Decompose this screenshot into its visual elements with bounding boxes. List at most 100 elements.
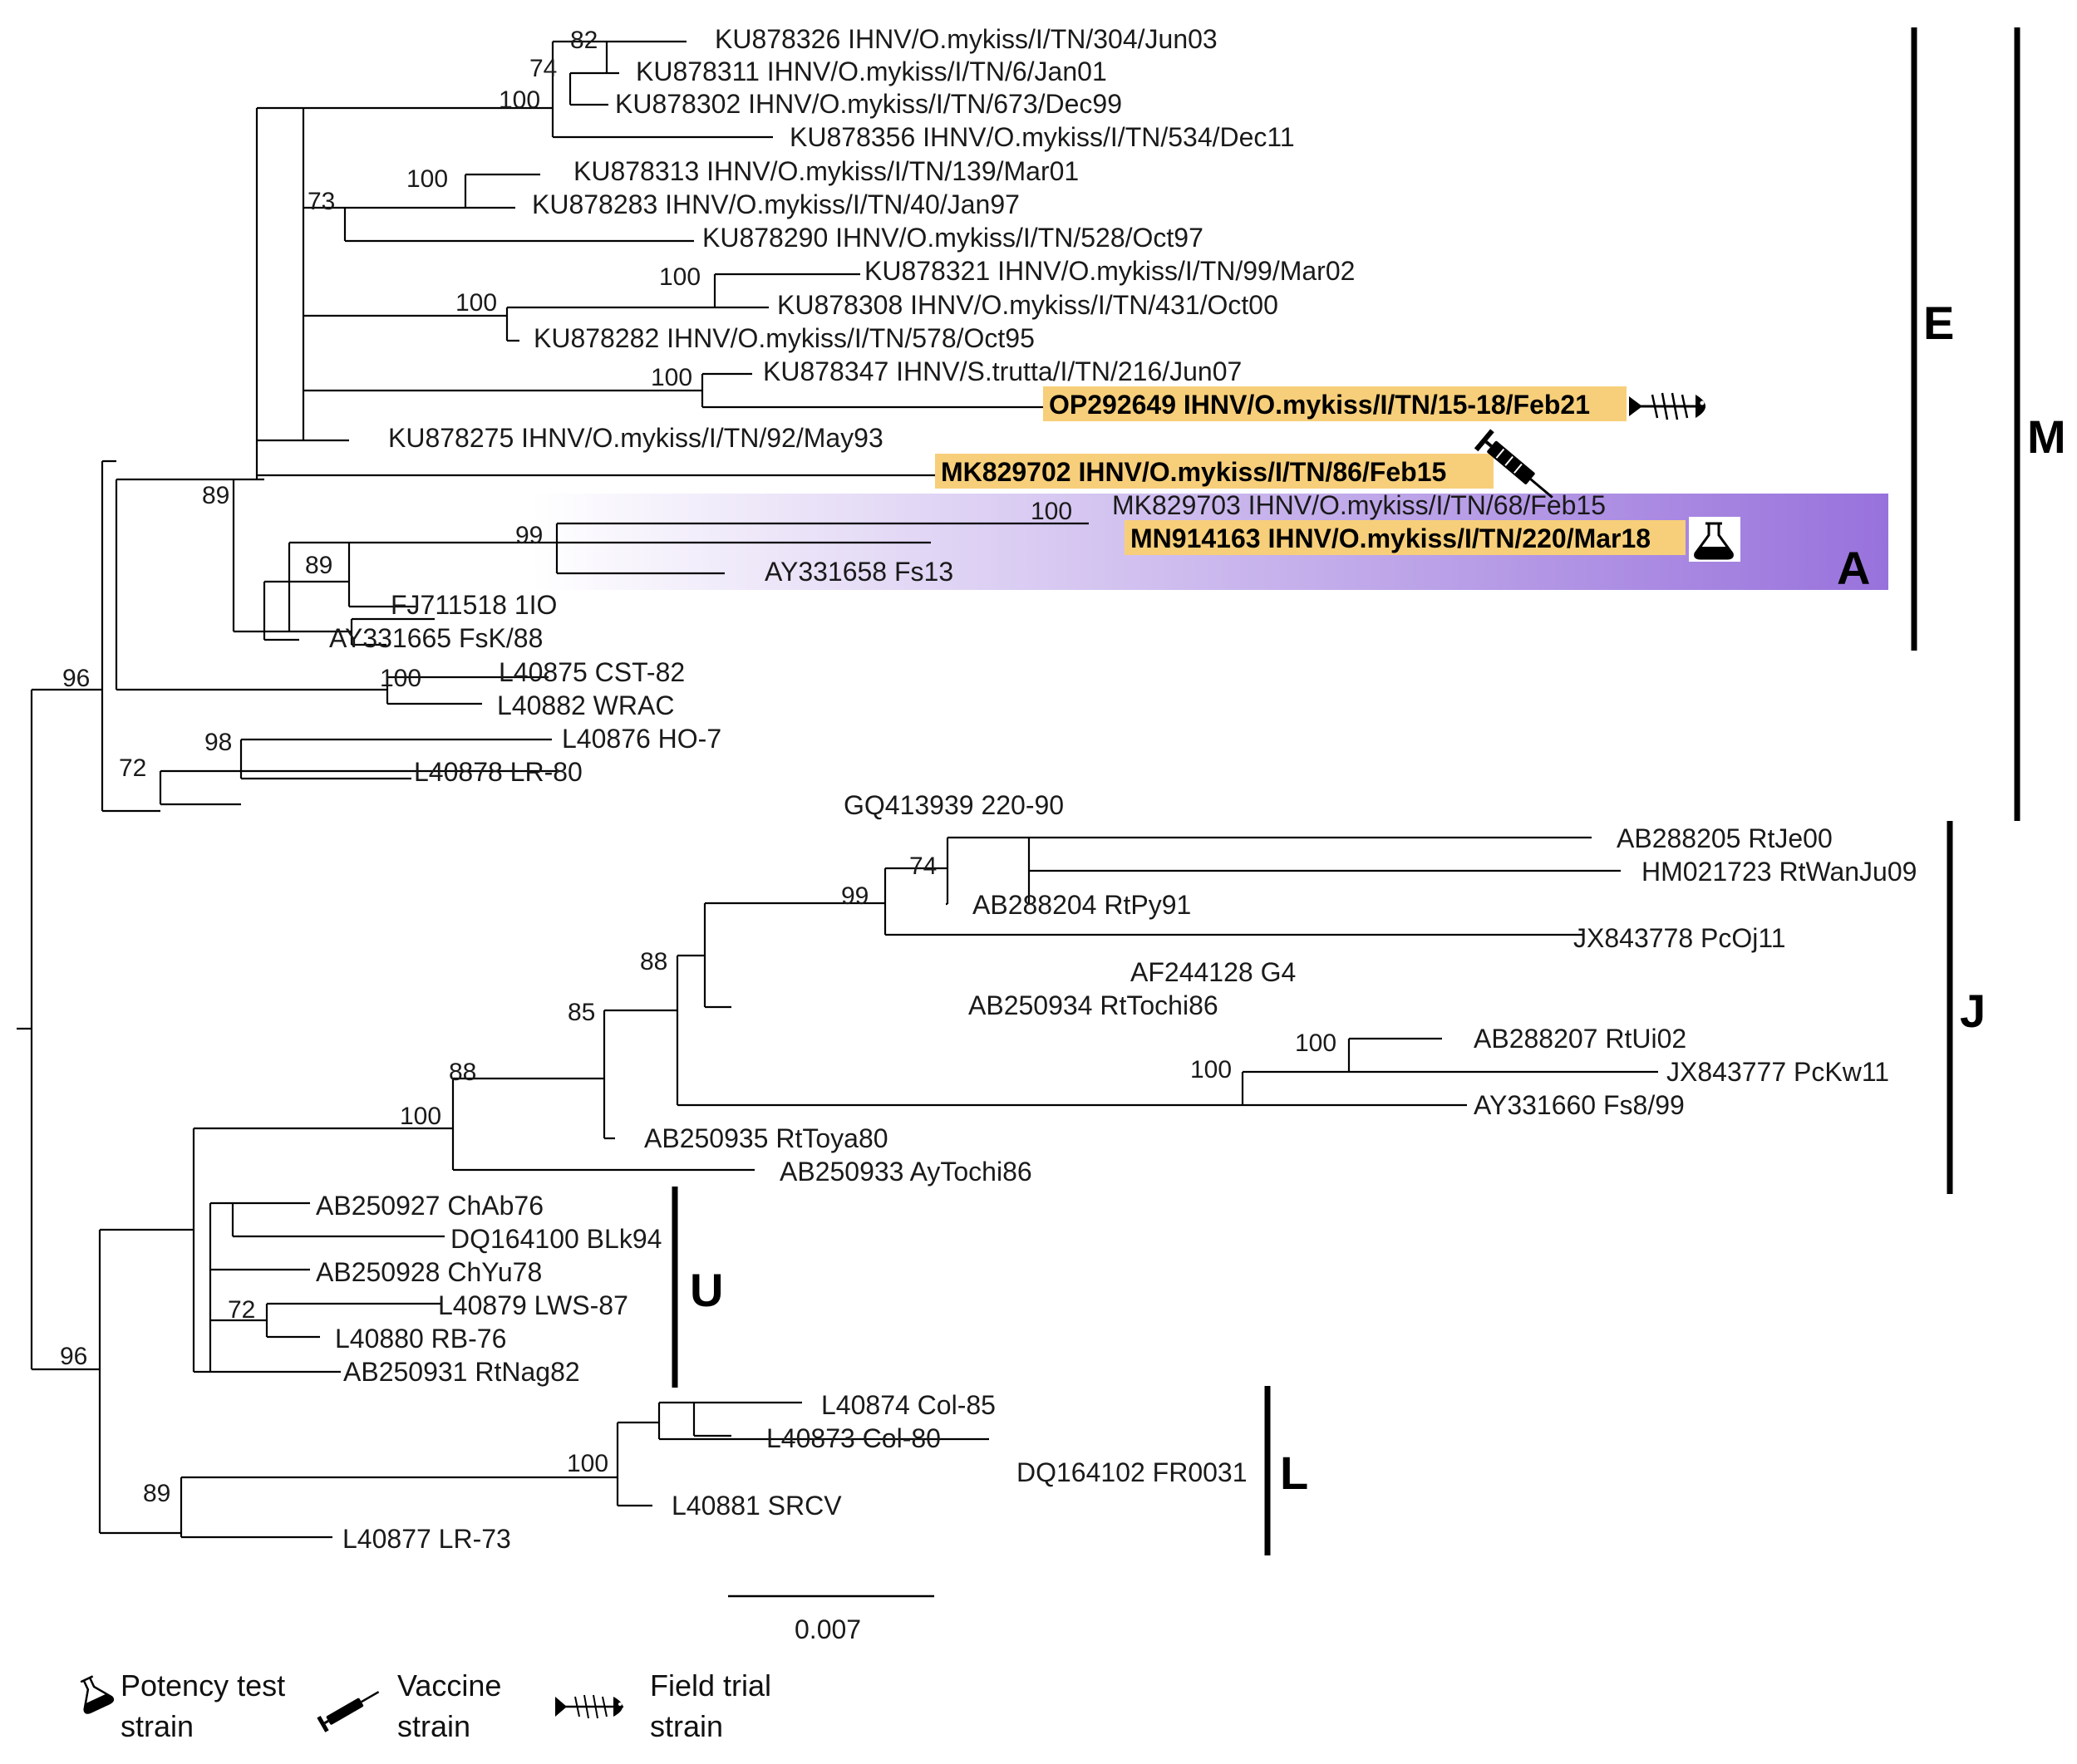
highlight-op292649 — [1043, 386, 1627, 421]
taxon-label: AB288204 RtPy91 — [972, 890, 1191, 920]
support-value: 100 — [400, 1103, 441, 1130]
support-value: 72 — [228, 1296, 255, 1324]
taxon-label: L40881 SRCV — [672, 1491, 842, 1521]
clade-label-e: E — [1923, 297, 1954, 349]
taxon-label: L40879 LWS-87 — [438, 1290, 628, 1320]
taxon-label: AY331658 Fs13 — [765, 557, 953, 587]
support-value: 99 — [841, 882, 869, 910]
taxon-label: AB250934 RtTochi86 — [968, 990, 1218, 1020]
syringe-legend-icon — [317, 1691, 380, 1732]
support-value: 100 — [380, 665, 421, 692]
clade-bars — [672, 27, 2020, 1555]
taxon-label-highlighted: MN914163 IHNV/O.mykiss/I/TN/220/Mar18 — [1130, 523, 1651, 553]
support-value: 88 — [449, 1059, 476, 1086]
support-value: 100 — [651, 364, 692, 391]
support-value: 89 — [202, 482, 229, 509]
support-value: 100 — [406, 165, 448, 193]
taxon-label: L40875 CST-82 — [499, 657, 685, 687]
support-value: 72 — [119, 754, 146, 782]
taxon-label: AY331665 FsK/88 — [329, 623, 543, 653]
taxon-label: KU878290 IHNV/O.mykiss/I/TN/528/Oct97 — [702, 223, 1203, 253]
taxon-label: JX843777 PcKw11 — [1666, 1057, 1889, 1087]
legend-potency-line1: Potency test — [121, 1668, 285, 1703]
taxon-label: AB250928 ChYu78 — [316, 1257, 542, 1287]
taxon-label: AB250927 ChAb76 — [316, 1191, 544, 1221]
tree-branches — [17, 40, 1658, 1539]
taxon-label: KU878356 IHNV/O.mykiss/I/TN/534/Dec11 — [790, 122, 1295, 152]
taxon-label: L40878 LR-80 — [414, 757, 583, 787]
taxon-label: MK829703 IHNV/O.mykiss/I/TN/68/Feb15 — [1112, 490, 1606, 520]
highlight-mn914163 — [1125, 520, 1686, 555]
taxon-label: GQ413939 220-90 — [844, 790, 1064, 820]
taxon-label: KU878311 IHNV/O.mykiss/I/TN/6/Jan01 — [636, 57, 1107, 86]
taxon-label-highlighted: MK829702 IHNV/O.mykiss/I/TN/86/Feb15 — [941, 457, 1446, 487]
support-value: 99 — [515, 522, 543, 549]
highlight-mk829702 — [935, 454, 1494, 489]
clade-label-a: A — [1837, 542, 1870, 594]
support-value: 98 — [204, 729, 232, 756]
taxon-label: AB250935 RtToya80 — [644, 1123, 888, 1153]
support-value: 74 — [909, 853, 937, 880]
taxon-label: L40876 HO-7 — [562, 724, 721, 754]
clade-label-m: M — [2027, 410, 2066, 463]
taxon-label: JX843778 PcOj11 — [1573, 923, 1786, 953]
taxon-label: HM021723 RtWanJu09 — [1641, 857, 1917, 887]
scale-bar-label: 0.007 — [795, 1614, 861, 1644]
support-value: 74 — [529, 55, 557, 82]
clade-label-u: U — [690, 1264, 723, 1316]
support-value: 85 — [568, 999, 595, 1026]
support-value: 100 — [499, 86, 540, 114]
taxon-label: AF244128 G4 — [1130, 957, 1296, 987]
support-value: 73 — [308, 188, 335, 215]
taxon-labels: KU878326 IHNV/O.mykiss/I/TN/304/Jun03 KU… — [316, 24, 1917, 1554]
support-value: 100 — [659, 263, 701, 291]
taxon-label: AB288205 RtJe00 — [1617, 823, 1833, 853]
taxon-label: DQ164100 BLk94 — [450, 1224, 662, 1254]
taxon-label: L40880 RB-76 — [335, 1324, 506, 1354]
taxon-label: AB288207 RtUi02 — [1474, 1024, 1686, 1054]
taxon-label: AB250931 RtNag82 — [343, 1357, 580, 1387]
support-values: 82 74 100 100 73 100 100 100 89 100 99 8… — [60, 27, 1336, 1507]
legend-potency-line2: strain — [121, 1709, 194, 1743]
taxon-label: KU878275 IHNV/O.mykiss/I/TN/92/May93 — [388, 423, 883, 453]
potency-legend-icon — [80, 1675, 115, 1714]
taxon-label: KU878282 IHNV/O.mykiss/I/TN/578/Oct95 — [534, 323, 1035, 353]
support-value: 100 — [1031, 498, 1072, 525]
taxon-label: KU878308 IHNV/O.mykiss/I/TN/431/Oct00 — [777, 290, 1278, 320]
flask-icon — [1689, 517, 1740, 562]
taxon-label: KU878302 IHNV/O.mykiss/I/TN/673/Dec99 — [615, 89, 1122, 119]
taxon-label: L40882 WRAC — [497, 690, 674, 720]
syringe-icon — [1474, 429, 1553, 499]
taxon-label: AY331660 Fs8/99 — [1474, 1090, 1685, 1120]
support-value: 96 — [60, 1343, 87, 1370]
legend-vaccine-line1: Vaccine — [397, 1668, 501, 1703]
taxon-label: AB250933 AyTochi86 — [780, 1157, 1032, 1187]
taxon-label: FJ711518 1IO — [391, 590, 557, 620]
taxon-label: KU878283 IHNV/O.mykiss/I/TN/40/Jan97 — [532, 189, 1020, 219]
fish-legend-icon — [555, 1694, 623, 1719]
support-value: 96 — [62, 665, 90, 692]
taxon-label: L40877 LR-73 — [342, 1524, 511, 1554]
legend: Potency test strain Vaccine strain Field… — [80, 1668, 771, 1743]
taxon-label: KU878326 IHNV/O.mykiss/I/TN/304/Jun03 — [715, 24, 1218, 54]
support-value: 100 — [1295, 1029, 1336, 1057]
legend-vaccine-line2: strain — [397, 1709, 470, 1743]
taxon-label: L40873 Col-80 — [766, 1423, 941, 1453]
taxon-label: L40874 Col-85 — [821, 1390, 996, 1420]
clade-label-l: L — [1280, 1447, 1308, 1499]
taxon-label: KU878321 IHNV/O.mykiss/I/TN/99/Mar02 — [864, 256, 1355, 286]
fish-skeleton-icon — [1629, 392, 1705, 420]
legend-field-line1: Field trial — [650, 1668, 771, 1703]
taxon-label-highlighted: OP292649 IHNV/O.mykiss/I/TN/15-18/Feb21 — [1049, 390, 1590, 420]
clade-label-j: J — [1960, 985, 1986, 1037]
support-value: 88 — [640, 948, 667, 975]
support-value: 100 — [455, 289, 497, 317]
legend-field-line2: strain — [650, 1709, 723, 1743]
support-value: 100 — [567, 1450, 608, 1477]
support-value: 89 — [143, 1480, 170, 1507]
support-value: 89 — [305, 552, 332, 579]
taxon-label: KU878313 IHNV/O.mykiss/I/TN/139/Mar01 — [573, 156, 1079, 186]
support-value: 100 — [1190, 1056, 1232, 1083]
taxon-label: KU878347 IHNV/S.trutta/I/TN/216/Jun07 — [763, 356, 1242, 386]
